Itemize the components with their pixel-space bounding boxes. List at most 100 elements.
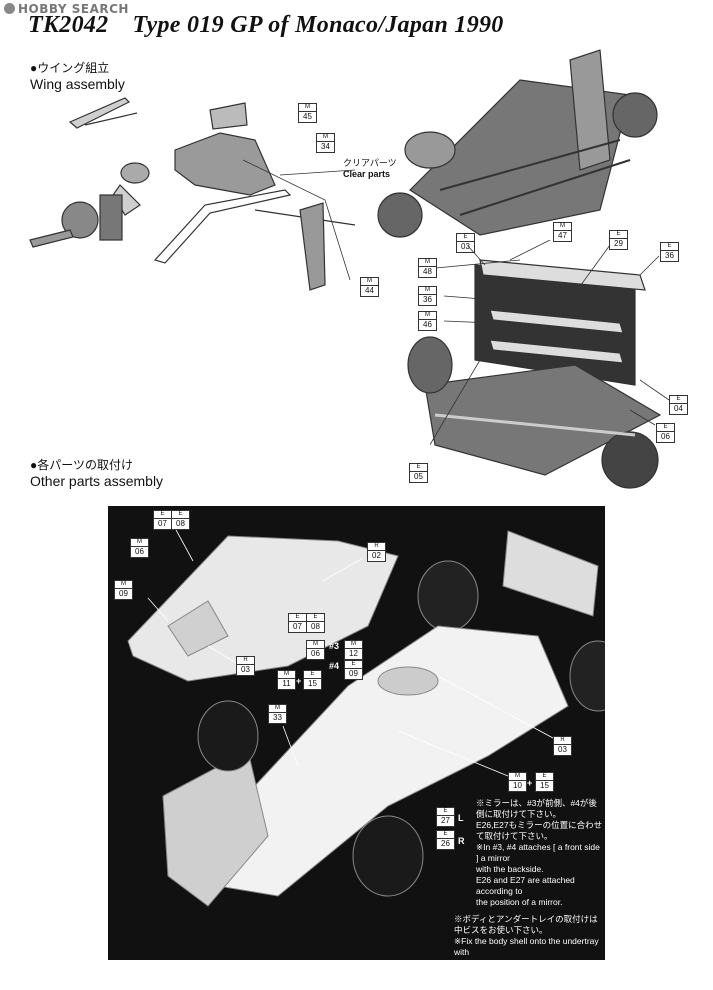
- logo-icon: [4, 3, 15, 14]
- brake-disc-right: [601, 431, 659, 489]
- rear-wing-diagram: [407, 259, 662, 489]
- rear-tyre-left: [417, 560, 479, 632]
- suspension-rod: [439, 139, 621, 191]
- upright: [404, 131, 456, 169]
- arm-link: [84, 112, 138, 126]
- plus-sign: +: [527, 778, 533, 788]
- watermark: HOBBY SEARCH: [4, 2, 129, 16]
- leader-line: [509, 240, 551, 261]
- other-section-heading: ●各パーツの取付け Other parts assembly: [30, 458, 164, 489]
- front-tyre-left: [197, 700, 259, 772]
- gearbox-floor: [424, 364, 662, 476]
- caliper: [99, 194, 123, 241]
- leader-line-2: [279, 169, 356, 176]
- product-name: Type 019 GP of Monaco/Japan 1990: [132, 12, 504, 38]
- brake-disc: [61, 201, 99, 239]
- leader-line: [435, 259, 521, 269]
- leader-line: [467, 245, 486, 266]
- rear-suspension-arm: [68, 97, 131, 129]
- leader-line: [397, 730, 509, 777]
- page-title: TK2042 Type 019 GP of Monaco/Japan 1990: [28, 12, 504, 39]
- wing-element-top: [479, 259, 646, 291]
- right-marker: R: [458, 836, 465, 846]
- leader-line: [430, 359, 481, 446]
- left-marker: L: [458, 813, 464, 823]
- brake-assembly-left: [377, 192, 423, 238]
- product-code: TK2042: [28, 12, 109, 38]
- leader-line: [207, 645, 239, 665]
- clear-parts-label: クリアパーツ Clear parts: [343, 158, 397, 179]
- wing-section-heading: ●ウイング組立 Wing assembly: [30, 61, 125, 92]
- leader-line: [569, 244, 611, 301]
- car-photo-illustration: [127, 527, 605, 907]
- cockpit: [377, 666, 439, 696]
- gearbox-block: [174, 132, 276, 196]
- rod: [153, 189, 292, 264]
- tyre-left: [407, 336, 453, 394]
- wing-element-mid: [489, 309, 624, 334]
- leader-line: [282, 725, 299, 767]
- rear-tyre-right: [569, 640, 605, 712]
- leader-line: [242, 159, 351, 281]
- wing-exploded-diagram: [29, 97, 356, 291]
- fin: [569, 49, 611, 171]
- plus-sign: +: [296, 676, 302, 686]
- bracket: [112, 184, 141, 216]
- undertray-seat: [167, 600, 229, 657]
- leader-line: [443, 320, 541, 326]
- leader-line: [437, 675, 554, 739]
- leader-line: [443, 295, 561, 306]
- driveshaft: [29, 229, 74, 248]
- brake-assembly-right: [612, 92, 658, 138]
- mirror-note: ※ミラーは、#3が前側、#4が後側に取付けて下さい。 E26,E27もミラーの位…: [476, 798, 603, 907]
- leader-line: [629, 409, 656, 426]
- suspension-rod-2: [459, 159, 631, 216]
- leader-line: [639, 255, 660, 276]
- mirror-marker-3: #3: [329, 641, 340, 651]
- mirror-marker-4: #4: [329, 661, 340, 671]
- leader-line: [322, 557, 364, 582]
- leader-line: [639, 379, 670, 401]
- wing-mount: [209, 102, 248, 130]
- body-shell: [207, 625, 569, 897]
- front-tyre-right: [352, 815, 424, 897]
- chassis-diagram: [377, 49, 658, 238]
- leader-line: [147, 597, 169, 622]
- leader-lines: [430, 240, 670, 446]
- rear-wing: [502, 530, 599, 617]
- suspension-rod: [434, 413, 636, 437]
- end-plate: [299, 202, 326, 291]
